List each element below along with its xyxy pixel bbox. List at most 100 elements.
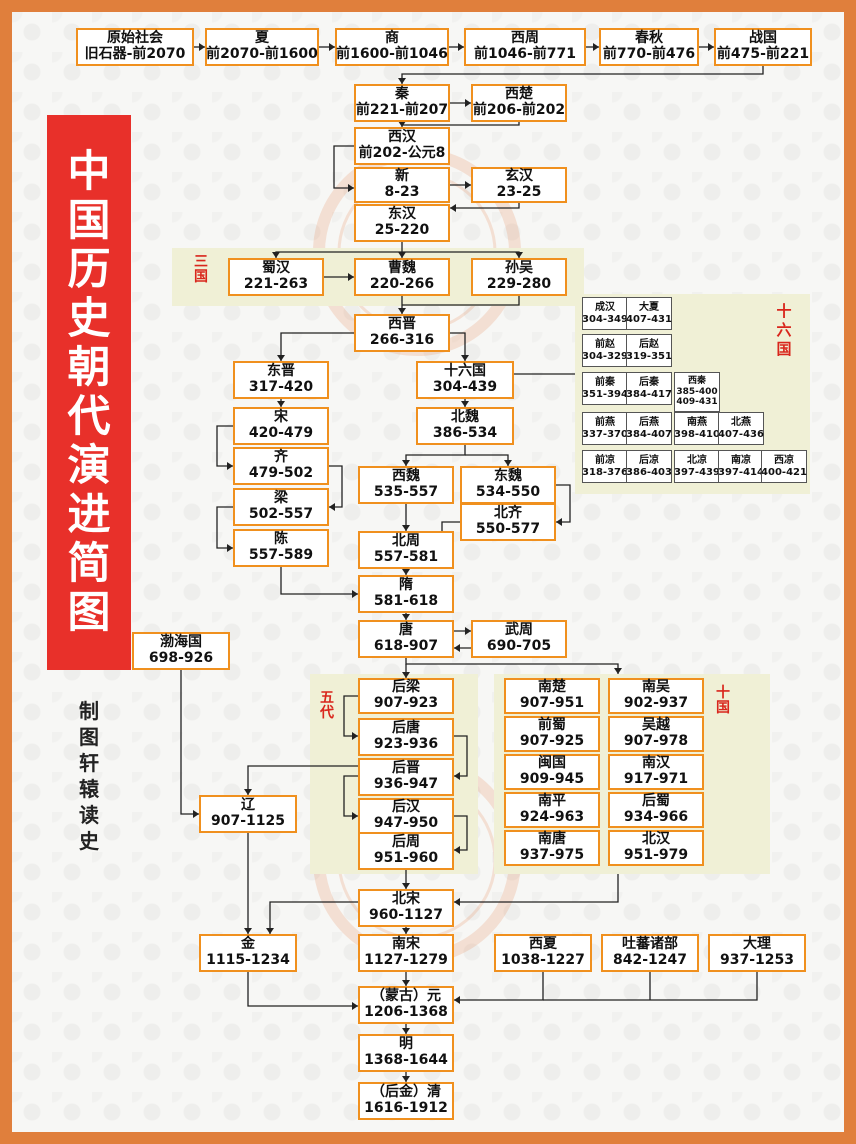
label-shiguo: 十国 bbox=[716, 685, 730, 717]
node-chunqiu: 春秋前770-前476 bbox=[599, 28, 699, 66]
connector-arrow bbox=[454, 772, 460, 780]
connector-lines bbox=[180, 43, 764, 1082]
label-shiliuguo: 十六国 bbox=[776, 302, 792, 358]
connector-arrow bbox=[352, 1002, 358, 1010]
label-sanguo: 三国 bbox=[194, 254, 208, 286]
connector bbox=[247, 972, 358, 1007]
connector bbox=[450, 203, 520, 209]
connector-arrow bbox=[266, 928, 274, 934]
connector bbox=[343, 775, 358, 817]
connector-arrow bbox=[454, 846, 460, 854]
connector-arrow bbox=[352, 812, 358, 820]
connector-arrow bbox=[193, 810, 199, 818]
connector bbox=[269, 901, 358, 934]
connector bbox=[401, 66, 764, 84]
node-xichu: 西楚前206-前202 bbox=[471, 84, 567, 122]
connector bbox=[329, 465, 343, 508]
connector-arrow bbox=[398, 78, 406, 84]
connector-arrow bbox=[454, 996, 460, 1004]
connector bbox=[450, 332, 466, 361]
node-primitive: 原始社会旧石器-前2070 bbox=[76, 28, 194, 66]
connector bbox=[454, 815, 468, 851]
title-banner: 中国历史朝代演进简图 bbox=[47, 115, 131, 670]
connector-arrow bbox=[614, 668, 622, 674]
node-shang: 商前1600-前1046 bbox=[335, 28, 449, 66]
connector-arrow bbox=[402, 928, 410, 934]
connector-arrow bbox=[227, 544, 233, 552]
connector-arrow bbox=[465, 181, 471, 189]
connector-arrow bbox=[402, 614, 410, 620]
connector bbox=[454, 735, 468, 777]
connector bbox=[405, 445, 466, 466]
connector bbox=[454, 972, 544, 1001]
connector-arrow bbox=[454, 898, 460, 906]
connector bbox=[275, 242, 403, 258]
connector-arrow bbox=[227, 462, 233, 470]
connector bbox=[280, 332, 354, 361]
connector bbox=[216, 506, 233, 549]
credit-text: 制图 轩辕读史 bbox=[79, 699, 119, 853]
connector-arrow bbox=[465, 99, 471, 107]
connector bbox=[247, 765, 358, 795]
connector-arrow bbox=[352, 732, 358, 740]
connector-arrow bbox=[348, 184, 354, 192]
connector-arrow bbox=[348, 273, 354, 281]
connector-arrow bbox=[461, 401, 469, 407]
connector-arrow bbox=[593, 43, 599, 51]
label-wudai: 五代 bbox=[320, 690, 334, 722]
connector-arrow bbox=[402, 672, 410, 678]
connector-arrow bbox=[352, 590, 358, 598]
connector-arrow bbox=[454, 644, 460, 652]
node-qin: 秦前221-前207 bbox=[354, 84, 450, 122]
connector bbox=[441, 521, 460, 531]
connector-arrow bbox=[402, 1076, 410, 1082]
connector-arrow bbox=[402, 883, 410, 889]
node-zhanguo: 战国前475-前221 bbox=[714, 28, 812, 66]
